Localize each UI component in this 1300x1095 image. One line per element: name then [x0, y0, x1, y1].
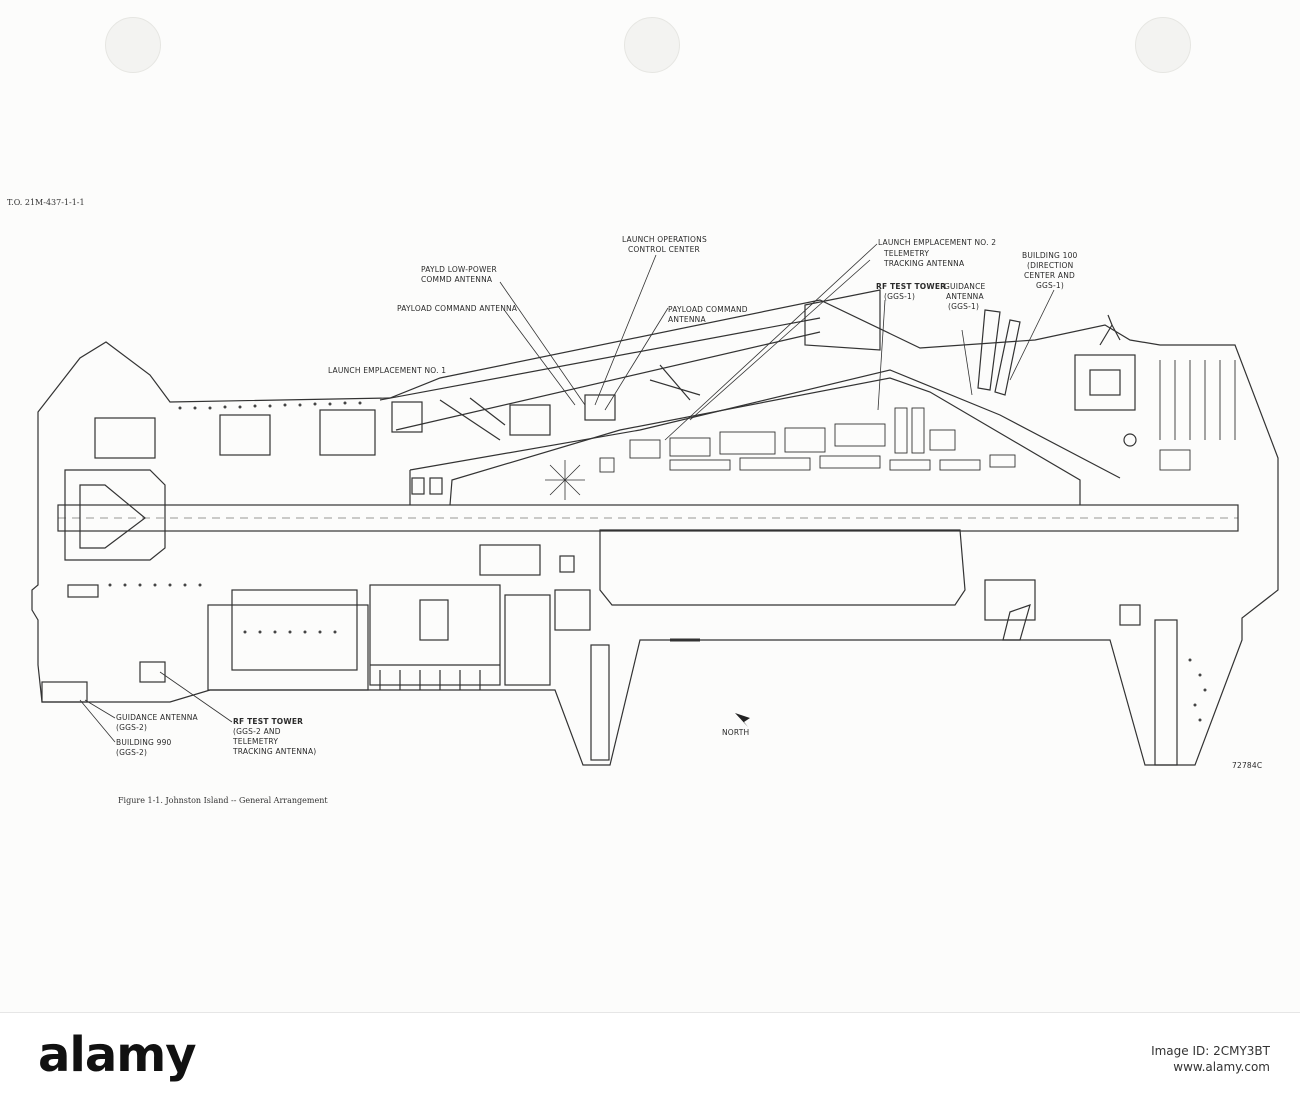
label-building-990-a: BUILDING 990 [116, 738, 172, 747]
label-rf-test-tower-2c: TELEMETRY [232, 737, 278, 746]
central-buildings [599, 407, 1016, 473]
label-building-100-c: CENTER AND [1024, 271, 1075, 280]
label-rf-test-tower-2a: RF TEST TOWER [233, 717, 303, 726]
image-id-block: Image ID: 2CMY3BT www.alamy.com [1151, 1043, 1270, 1075]
label-payld-low-power-1: PAYLD LOW-POWER [421, 265, 497, 274]
alamy-logo: alamy [38, 1027, 197, 1083]
tech-order-number: T.O. 21M-437-1-1-1 [7, 198, 85, 207]
label-rf-test-tower-1: RF TEST TOWER [876, 282, 946, 291]
punch-hole [105, 17, 161, 73]
compass-rose [545, 460, 585, 500]
north-arrow-icon [735, 713, 750, 727]
label-rf-test-tower-2d: TRACKING ANTENNA) [232, 747, 316, 756]
punch-hole [1135, 17, 1191, 73]
label-guidance-antenna-2b: (GGS-2) [116, 723, 147, 732]
apron-south [599, 529, 966, 606]
label-guidance-antenna-2a: GUIDANCE ANTENNA [116, 713, 199, 722]
document-page: T.O. 21M-437-1-1-1 Figure 1-1. Johnston … [7, 17, 1279, 805]
label-building-100-a: BUILDING 100 [1022, 251, 1078, 260]
label-launch-emplacement-2: LAUNCH EMPLACEMENT NO. 2 [878, 238, 996, 247]
label-building-100-d: GGS-1) [1036, 281, 1064, 290]
label-guidance-antenna-1a: GUIDANCE [944, 282, 986, 291]
map-labels: LAUNCH OPERATIONS CONTROL CENTER PAYLD L… [116, 235, 1078, 757]
label-rf-test-tower-2b: (GGS-2 AND [233, 727, 281, 736]
figure-caption: Figure 1-1. Johnston Island -- General A… [118, 796, 328, 805]
label-payload-command-2: ANTENNA [668, 315, 706, 324]
image-id: Image ID: 2CMY3BT [1151, 1044, 1270, 1058]
label-guidance-antenna-1c: (GGS-1) [948, 302, 979, 311]
label-building-990-b: (GGS-2) [116, 748, 147, 757]
label-payload-command-1: PAYLOAD COMMAND [668, 305, 748, 314]
leader-lines [79, 243, 1055, 743]
punch-hole [624, 17, 680, 73]
label-payld-low-power-2: COMMD ANTENNA [421, 275, 493, 284]
label-launch-ops-1: LAUNCH OPERATIONS [622, 235, 707, 244]
label-payld-command-antenna: PAYLOAD COMMAND ANTENNA [397, 304, 518, 313]
label-telemetry-1: TELEMETRY [883, 249, 929, 258]
label-north: NORTH [722, 728, 749, 737]
label-launch-emplacement-1: LAUNCH EMPLACEMENT NO. 1 [328, 366, 446, 375]
label-building-100-b: (DIRECTION [1027, 261, 1073, 270]
stock-site: www.alamy.com [1173, 1060, 1270, 1074]
stock-watermark-bar: alamy Image ID: 2CMY3BT www.alamy.com [0, 1012, 1300, 1095]
label-launch-ops-2: CONTROL CENTER [628, 245, 700, 254]
housing-blocks [1159, 360, 1236, 471]
drawing-number: 72784C [1232, 761, 1262, 770]
label-rf-test-tower-1b: (GGS-1) [884, 292, 915, 301]
island-map: T.O. 21M-437-1-1-1 Figure 1-1. Johnston … [7, 198, 1279, 805]
runway-west-loop [64, 469, 166, 561]
label-telemetry-2: TRACKING ANTENNA [883, 259, 965, 268]
perimeter-lights [108, 401, 1207, 722]
central-road-loop [409, 377, 1081, 506]
label-guidance-antenna-1b: ANTENNA [946, 292, 984, 301]
